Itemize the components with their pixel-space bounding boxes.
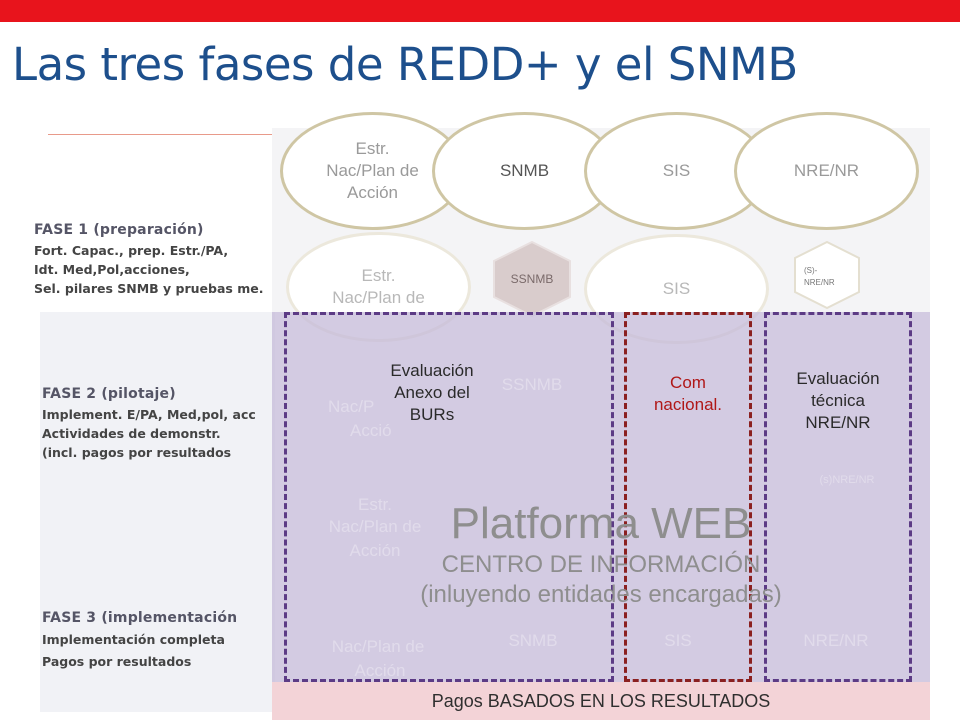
pillar-text: Acción xyxy=(346,183,399,202)
ssnmb-hexagon: SSNMB xyxy=(493,240,571,318)
phase-3-block: FASE 3 (implementación Implementación co… xyxy=(42,610,237,673)
pillar-text: SIS xyxy=(662,161,691,180)
column-label-nre: Evaluación técnica NRE/NR xyxy=(772,368,904,434)
pillar-text: Estr. xyxy=(361,266,396,285)
column-label-line: Evaluación xyxy=(796,369,880,388)
ghost-text: SIS xyxy=(664,631,692,650)
phase-3-title: FASE 3 (implementación xyxy=(42,610,238,626)
pillar-text: Estr. xyxy=(355,139,390,158)
pillar-text: Nac/Plan de xyxy=(326,161,419,180)
ghost-text: Nac/Plan de xyxy=(331,637,425,656)
s-nre-hexagon: (S)- NRE/NR xyxy=(794,240,860,310)
ghost-text: (s)NRE/NR xyxy=(819,474,875,486)
ghost-text: SSNMB xyxy=(501,375,563,394)
ssnmb-label: SSNMB xyxy=(511,272,554,286)
phase-2-line: Implement. E/PA, Med,pol, acc xyxy=(42,407,256,422)
pillar-text: SNMB xyxy=(499,161,550,180)
column-frame-nre xyxy=(764,312,912,682)
platform-subtitle: CENTRO DE INFORMACIÓN xyxy=(441,551,761,578)
pagos-bar: Pagos BASADOS EN LOS RESULTADOS xyxy=(272,682,930,720)
ghost-text: Estr. xyxy=(357,495,392,514)
phase-1-line: Idt. Med,Pol,acciones, xyxy=(34,262,190,277)
ghost-text: Acción xyxy=(354,661,406,680)
ghost-text: Nac/P xyxy=(328,397,375,416)
phase-1-line: Sel. pilares SNMB y pruebas me. xyxy=(34,281,264,296)
column-label-com-nacional: Com nacional. xyxy=(628,372,748,416)
column-label-line: Com xyxy=(670,373,706,392)
slide-title: Las tres fases de REDD+ y el SNMB xyxy=(12,38,798,91)
column-label-line: Anexo del xyxy=(394,383,470,402)
ghost-text: Acció xyxy=(350,421,392,440)
phase-1-block: FASE 1 (preparación) Fort. Capac., prep.… xyxy=(34,222,263,298)
phase-2-line: Actividades de demonstr. xyxy=(42,426,221,441)
ghost-text: Acción xyxy=(349,541,401,560)
ghost-text: NRE/NR xyxy=(803,631,869,650)
pillar-snmb: SNMB xyxy=(432,112,617,230)
column-label-line: BURs xyxy=(409,405,455,424)
platform-note: (inluyendo entidades encargadas) xyxy=(420,581,782,608)
pillar-text: SIS xyxy=(662,279,691,298)
top-red-bar xyxy=(0,0,960,22)
column-frame-burs xyxy=(284,312,614,682)
purple-overlay xyxy=(272,312,930,682)
phase-1-line: Fort. Capac., prep. Estr./PA, xyxy=(34,243,229,258)
s-nre-label: (S)- xyxy=(804,266,818,275)
title-underline xyxy=(48,134,278,135)
phase-2-block: FASE 2 (pilotaje) Implement. E/PA, Med,p… xyxy=(42,386,256,462)
phase-3-line: Pagos por resultados xyxy=(42,654,192,669)
pillar-nre-nr: NRE/NR xyxy=(734,112,919,230)
s-nre-label: NRE/NR xyxy=(804,278,835,287)
pillar-text: Nac/Plan de xyxy=(332,288,425,307)
pillar-text: NRE/NR xyxy=(793,161,860,180)
phase-panel-background xyxy=(40,312,275,712)
ghost-text: Nac/Plan de xyxy=(328,517,422,536)
column-label-line: NRE/NR xyxy=(805,413,871,432)
column-label-line: nacional. xyxy=(653,395,723,414)
platform-web-block: Platforma WEB CENTRO DE INFORMACIÓN (inl… xyxy=(272,498,930,610)
phase-1-title: FASE 1 (preparación) xyxy=(34,222,204,238)
column-frame-com-nacional xyxy=(624,312,752,682)
phase-2-title: FASE 2 (pilotaje) xyxy=(42,386,176,402)
column-label-line: técnica xyxy=(811,391,865,410)
column-label-line: Evaluación xyxy=(390,361,474,380)
platform-title: Platforma WEB xyxy=(450,499,752,548)
phase-3-line: Implementación completa xyxy=(42,632,225,647)
column-label-burs: Evaluación Anexo del BURs xyxy=(372,360,492,426)
phase-2-line: (incl. pagos por resultados xyxy=(42,445,232,460)
ghost-text: SNMB xyxy=(508,631,558,650)
